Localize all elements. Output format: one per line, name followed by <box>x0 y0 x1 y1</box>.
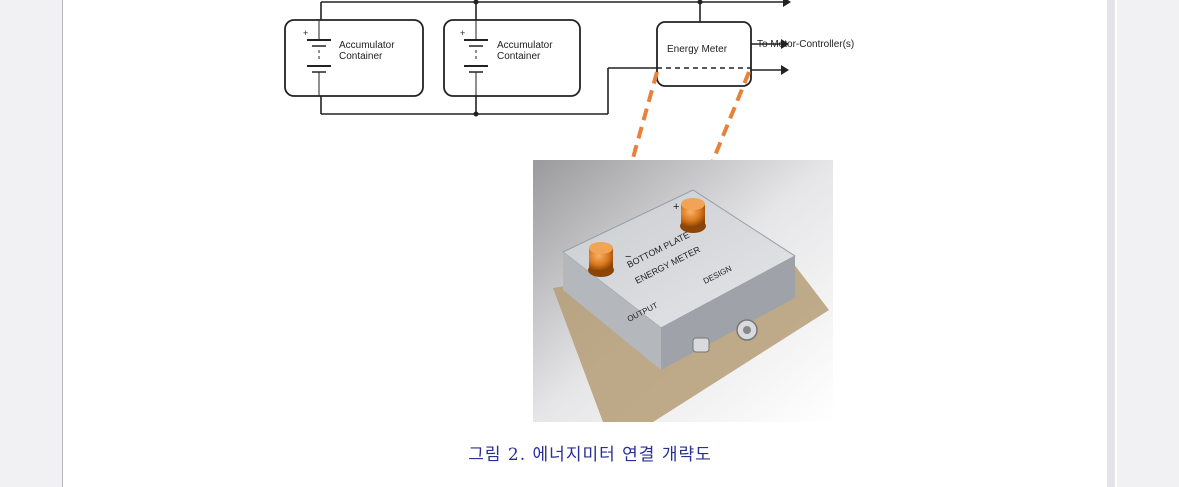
terminal-minus-label: − <box>625 251 631 263</box>
energy-meter-box <box>656 21 752 87</box>
page-shadow-edge <box>1107 0 1115 487</box>
output-arrow-head <box>781 39 789 49</box>
output-label: To Motor-Controller(s) <box>757 39 854 50</box>
container2-label-line1: Accumulator <box>497 40 553 51</box>
side-connector-2-pin <box>743 326 751 334</box>
viewer-margin-right <box>1117 0 1179 487</box>
container1-label-line1: Accumulator <box>339 40 395 51</box>
figure-caption: 그림 2. 에너지미터 연결 개략도 <box>468 445 712 465</box>
container2-label-line2: Container <box>497 51 541 62</box>
wiring-diagram: + Accumulator Container + Accumulator Co… <box>284 0 854 160</box>
junction-dot <box>473 111 479 117</box>
energy-meter-label: Energy Meter <box>667 44 728 55</box>
terminal-plus-label: + <box>673 201 679 213</box>
viewer-margin-left <box>0 0 62 487</box>
plus-sign: + <box>303 28 308 38</box>
terminal-plus <box>680 198 706 233</box>
orange-connector-plus <box>711 71 751 160</box>
side-connector-1 <box>692 337 710 353</box>
battery-symbol <box>307 20 331 96</box>
top-arrow-head <box>783 0 791 7</box>
orange-connector-minus <box>630 71 659 160</box>
output-arrow-head <box>781 65 789 75</box>
document-page: + Accumulator Container + Accumulator Co… <box>62 0 1118 487</box>
terminal-minus <box>588 242 614 277</box>
plus-sign: + <box>460 28 465 38</box>
container1-label-line2: Container <box>339 51 383 62</box>
battery-symbol <box>464 20 488 96</box>
device-side-left <box>563 252 661 370</box>
energy-meter-photo: − + ENERGY METER BOTTOM PLATE OUTPUT DES… <box>533 160 833 422</box>
